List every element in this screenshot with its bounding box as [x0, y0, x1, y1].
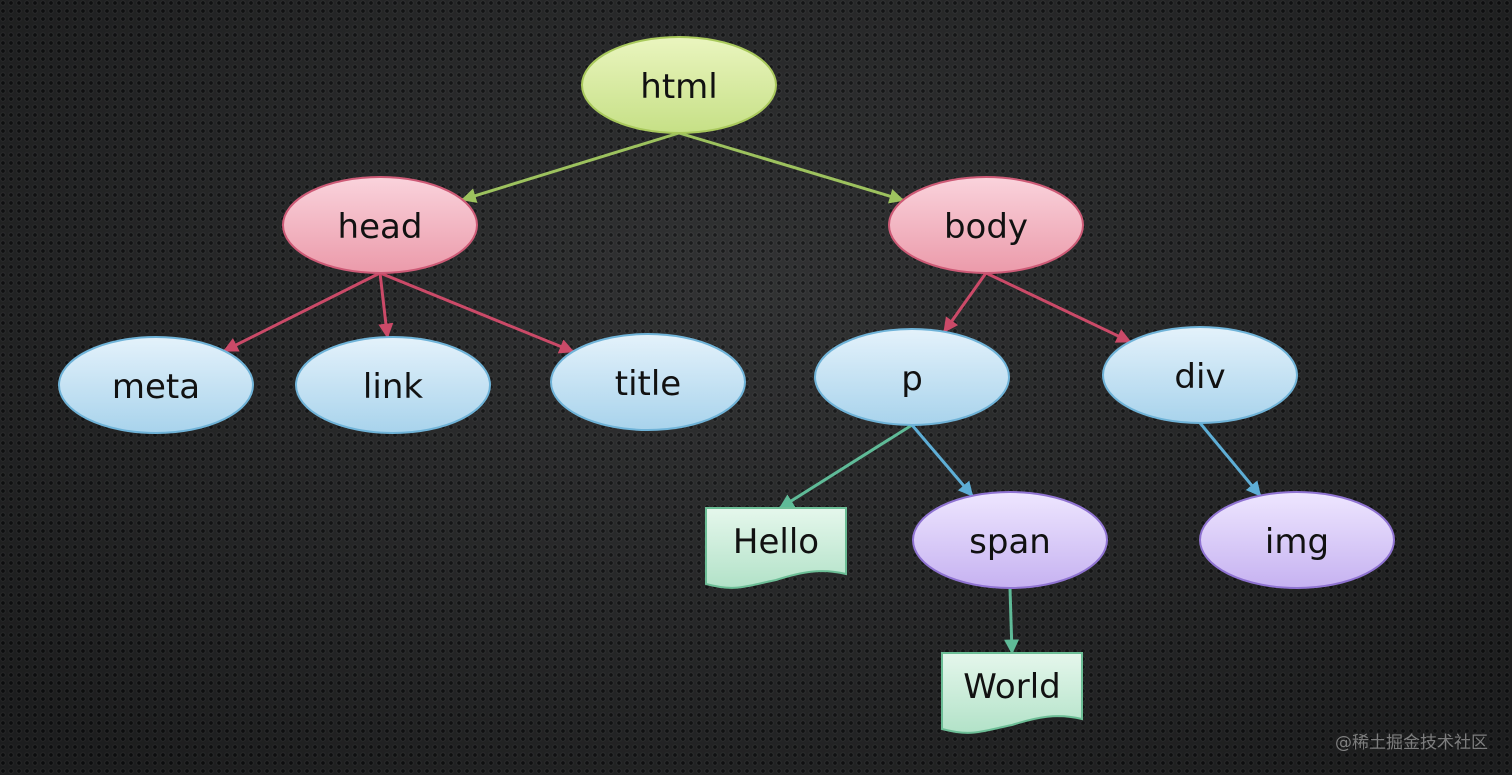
- edge-body-to-p: [942, 272, 988, 333]
- node-ellipse: [295, 336, 491, 434]
- node-meta: meta: [58, 336, 254, 434]
- edge-head-to-meta: [222, 271, 381, 353]
- edge-head-to-title: [379, 271, 575, 354]
- node-ellipse: [581, 36, 777, 134]
- node-html: html: [581, 36, 777, 134]
- node-span: span: [912, 491, 1108, 589]
- node-title: title: [550, 333, 746, 431]
- node-head: head: [282, 176, 478, 274]
- node-document-shape: [705, 507, 847, 589]
- node-link: link: [295, 336, 491, 434]
- node-label-div: div: [1174, 357, 1225, 397]
- node-ellipse: [1199, 491, 1395, 589]
- node-img: img: [1199, 491, 1395, 589]
- edge-html-to-body: [678, 131, 905, 204]
- node-ellipse: [814, 328, 1010, 426]
- node-ellipse: [888, 176, 1084, 274]
- node-ellipse: [912, 491, 1108, 589]
- watermark: @稀土掘金技术社区: [1335, 733, 1488, 753]
- node-label-body: body: [944, 207, 1028, 247]
- edge-body-to-div: [985, 271, 1132, 344]
- node-label-title: title: [615, 364, 681, 404]
- node-document-shape: [941, 652, 1083, 734]
- edge-head-to-link: [378, 272, 394, 339]
- node-label-world: World: [963, 667, 1060, 707]
- node-label-head: head: [338, 207, 423, 247]
- node-p: p: [814, 328, 1010, 426]
- node-ellipse: [58, 336, 254, 434]
- node-label-img: img: [1265, 522, 1329, 562]
- node-body: body: [888, 176, 1084, 274]
- node-hello: Hello: [705, 507, 847, 589]
- node-label-p: p: [901, 359, 923, 399]
- edge-html-to-head: [460, 131, 680, 203]
- edge-div-to-img: [1198, 422, 1262, 497]
- node-world: World: [941, 652, 1083, 734]
- node-label-meta: meta: [112, 367, 200, 407]
- edge-p-to-hello: [778, 423, 913, 510]
- node-ellipse: [1102, 326, 1298, 424]
- node-ellipse: [550, 333, 746, 431]
- node-label-html: html: [640, 67, 717, 107]
- node-ellipse: [282, 176, 478, 274]
- node-label-link: link: [363, 367, 423, 407]
- edges-layer: [222, 131, 1262, 655]
- edge-p-to-span: [910, 424, 974, 497]
- node-label-hello: Hello: [733, 522, 819, 562]
- node-div: div: [1102, 326, 1298, 424]
- node-label-span: span: [969, 522, 1051, 562]
- edge-span-to-world: [1004, 587, 1020, 655]
